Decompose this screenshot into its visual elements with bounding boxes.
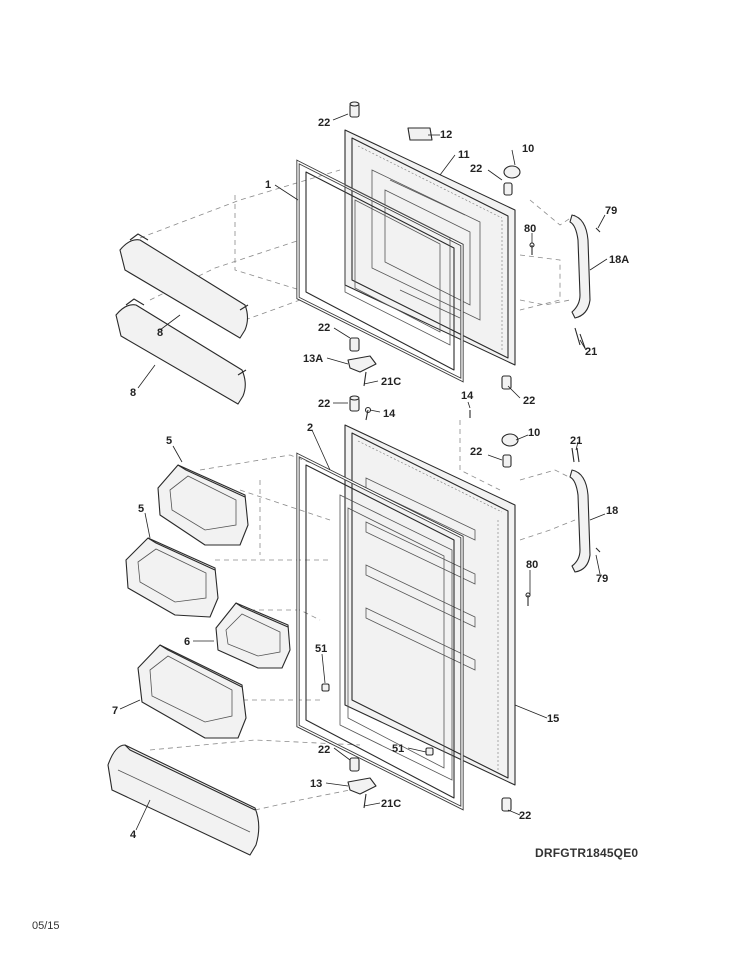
door-bin-5-lower xyxy=(125,537,219,618)
callout-21: 21 xyxy=(570,435,582,447)
callout-14: 14 xyxy=(383,408,396,420)
callout-22: 22 xyxy=(318,117,330,129)
callout-21c: 21C xyxy=(381,376,401,388)
callout-2: 2 xyxy=(307,422,313,434)
fresh-food-hinge-bushing-bottom-left xyxy=(349,757,360,772)
callout-labels: 22 12 10 11 22 1 79 80 18A 8 22 21 13A 2… xyxy=(112,117,629,841)
callout-21c: 21C xyxy=(381,798,401,810)
callout-22: 22 xyxy=(318,744,330,756)
callout-12: 12 xyxy=(440,129,452,141)
callout-80: 80 xyxy=(524,223,536,235)
callout-13: 13 xyxy=(310,778,322,790)
fresh-food-hinge-bushing-top xyxy=(349,395,360,412)
callout-21: 21 xyxy=(585,346,597,358)
callout-14: 14 xyxy=(461,390,474,402)
callout-4: 4 xyxy=(130,829,137,841)
door-bin-7 xyxy=(137,644,247,739)
callout-51: 51 xyxy=(392,743,404,755)
door-bin-4 xyxy=(107,744,260,856)
freezer-handle xyxy=(569,214,601,319)
fresh-food-door-stop-upper xyxy=(321,683,330,692)
fresh-food-door-outer-panel xyxy=(344,424,516,786)
freezer-handle-screws xyxy=(574,327,586,349)
freezer-hinge-cap xyxy=(503,165,521,196)
callout-22: 22 xyxy=(523,395,535,407)
door-bin-6 xyxy=(215,602,291,669)
callout-22: 22 xyxy=(470,163,482,175)
callout-8: 8 xyxy=(130,387,136,399)
callout-leaders xyxy=(119,113,608,831)
callout-5: 5 xyxy=(138,503,144,515)
door-bin-5-upper xyxy=(157,464,249,546)
freezer-door-liner xyxy=(344,184,451,346)
callout-10: 10 xyxy=(522,143,534,155)
callout-15: 15 xyxy=(547,713,559,725)
revision-date: 05/15 xyxy=(32,920,60,932)
fresh-food-hinge-cap xyxy=(501,433,519,468)
callout-6: 6 xyxy=(184,636,190,648)
fresh-food-hinge-bushing-bottom-right xyxy=(501,797,512,812)
callout-18: 18 xyxy=(606,505,618,517)
freezer-hinge-bushing-bottom-left xyxy=(349,337,360,352)
fresh-food-hinge-pin xyxy=(364,406,372,421)
fresh-food-door-stop-lower xyxy=(425,747,434,756)
freezer-door-outer-panel xyxy=(344,129,516,366)
callout-5: 5 xyxy=(166,435,172,447)
fresh-food-handle-screw xyxy=(525,592,531,606)
freezer-handle-screw xyxy=(529,242,535,255)
freezer-door-shelf-upper xyxy=(119,233,249,339)
callout-13a: 13A xyxy=(303,353,323,365)
freezer-door-shelf-lower xyxy=(115,298,247,405)
fresh-food-handle-screws-top xyxy=(571,447,580,463)
model-code: DRFGTR1845QE0 xyxy=(535,846,639,860)
callout-79: 79 xyxy=(596,573,608,585)
callout-22: 22 xyxy=(519,810,531,822)
callout-22: 22 xyxy=(318,322,330,334)
callout-51: 51 xyxy=(315,643,327,655)
freezer-hinge-bracket xyxy=(347,355,377,387)
callout-7: 7 xyxy=(112,705,118,717)
fresh-food-handle xyxy=(569,469,601,573)
callout-79: 79 xyxy=(605,205,617,217)
callout-18a: 18A xyxy=(609,254,629,266)
callout-22: 22 xyxy=(470,446,482,458)
freezer-door-gasket xyxy=(296,159,464,383)
callout-11: 11 xyxy=(458,149,470,161)
freezer-trim-label xyxy=(407,127,433,141)
callout-22: 22 xyxy=(318,398,330,410)
freezer-hinge-bushing-bottom-right xyxy=(501,375,512,390)
callout-10: 10 xyxy=(528,427,540,439)
freezer-hinge-bushing-top xyxy=(349,101,360,118)
callout-8: 8 xyxy=(157,327,163,339)
callout-80: 80 xyxy=(526,559,538,571)
fresh-food-door-liner xyxy=(339,494,453,781)
fresh-food-hinge-bracket xyxy=(347,777,377,809)
fresh-food-door-gasket xyxy=(296,452,464,811)
callout-1: 1 xyxy=(265,179,271,191)
